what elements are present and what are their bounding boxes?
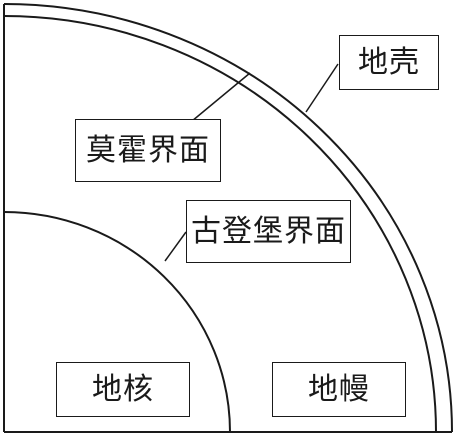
moho-arc [3, 15, 437, 433]
crust-label: 地壳 [339, 35, 439, 90]
gutenberg-leader-line [164, 231, 187, 262]
moho-label: 莫霍界面 [75, 119, 221, 182]
gutenberg-label: 古登堡界面 [186, 200, 351, 263]
crust-leader-line [305, 63, 339, 113]
core-label: 地核 [56, 362, 190, 417]
gutenberg-arc [3, 211, 231, 433]
moho-leader-line [185, 72, 251, 127]
mantle-label: 地幔 [272, 362, 406, 417]
outer-surface-arc [3, 3, 453, 433]
